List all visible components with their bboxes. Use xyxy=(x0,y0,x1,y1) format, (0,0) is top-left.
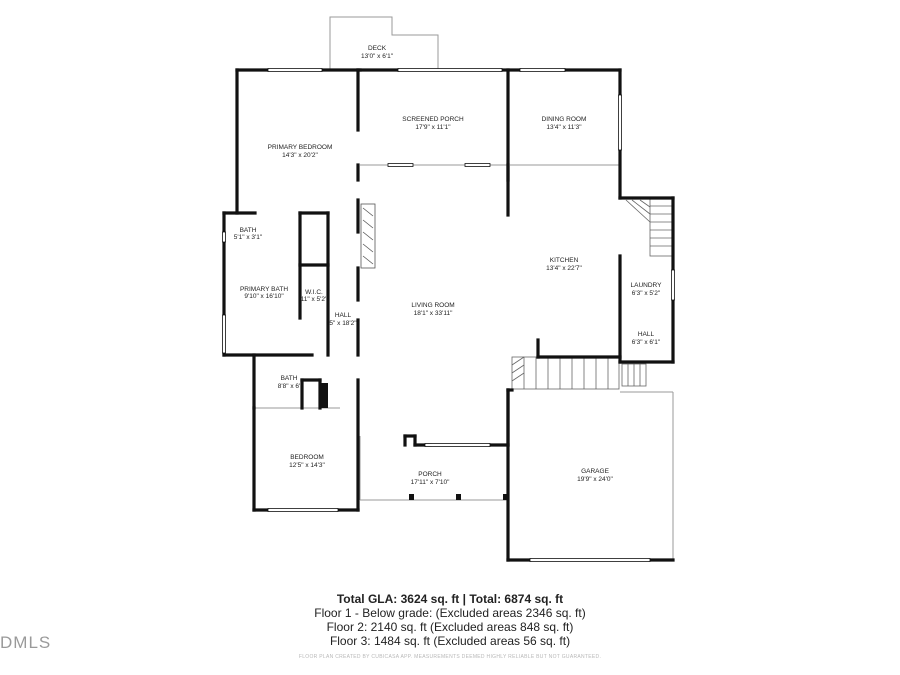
screened-porch-dim: 17'9" x 11'1" xyxy=(415,124,451,131)
hall-right-dim: 6'3" x 6'1" xyxy=(632,339,661,346)
floor-plan-drawing: DECK 13'0" x 6'1" SCREENED PORCH 17'9" x… xyxy=(222,16,675,562)
primary-bedroom-dim: 14'3" x 20'2" xyxy=(282,152,318,159)
floor3-summary: Floor 3: 1484 sq. ft (Excluded areas 56 … xyxy=(329,634,571,648)
lower-stairs xyxy=(511,356,647,390)
lower-bath-label: BATH xyxy=(281,375,298,382)
walls xyxy=(222,68,675,562)
dining-room-label: DINING ROOM xyxy=(542,116,587,123)
screened-porch-label: SCREENED PORCH xyxy=(402,116,464,123)
disclaimer-text: FLOOR PLAN CREATED BY CUBICASA APP. MEAS… xyxy=(298,654,602,660)
bedroom-dim: 12'5" x 14'3" xyxy=(289,462,325,469)
lower-bath-fixture xyxy=(320,383,328,408)
porch-dim: 17'11" x 7'10" xyxy=(411,479,450,486)
hall-left-dim: 5" x 18'2" xyxy=(329,320,357,327)
living-room-label: LIVING ROOM xyxy=(411,302,454,309)
fireplace xyxy=(360,203,376,269)
primary-bath-dim: 9'10" x 16'10" xyxy=(244,293,284,300)
hall-right-label: HALL xyxy=(638,331,655,338)
laundry-dim: 6'3" x 5'2" xyxy=(632,290,661,297)
primary-bath-label: PRIMARY BATH xyxy=(240,286,288,293)
upper-bath-label: BATH xyxy=(240,227,257,234)
porch-posts xyxy=(409,494,508,500)
deck-outline xyxy=(329,16,439,70)
dmls-watermark: DMLS xyxy=(0,633,52,652)
kitchen-dim: 13'4" x 22'7" xyxy=(546,265,582,272)
living-room-dim: 18'1" x 33'11" xyxy=(414,310,453,317)
thin-outlines xyxy=(254,16,674,560)
windows xyxy=(222,68,675,562)
dining-room-dim: 13'4" x 11'3" xyxy=(546,124,582,131)
floor2-summary: Floor 2: 2140 sq. ft (Excluded areas 848… xyxy=(326,620,574,634)
total-area-title: Total GLA: 3624 sq. ft | Total: 6874 sq.… xyxy=(336,592,564,606)
upper-stairs xyxy=(625,197,673,257)
room-labels: DECK 13'0" x 6'1" SCREENED PORCH 17'9" x… xyxy=(234,45,662,486)
floor1-summary: Floor 1 - Below grade: (Excluded areas 2… xyxy=(314,606,586,620)
deck-label: DECK xyxy=(368,45,387,52)
deck-dim: 13'0" x 6'1" xyxy=(361,53,394,60)
primary-bedroom-label: PRIMARY BEDROOM xyxy=(268,144,333,151)
lower-bath-dim: 8'8" x 6' xyxy=(278,383,301,390)
bedroom-label: BEDROOM xyxy=(290,454,324,461)
hall-left-label: HALL xyxy=(335,312,352,319)
laundry-label: LAUNDRY xyxy=(631,282,663,289)
wic-dim: 11" x 5'2" xyxy=(301,296,328,303)
wic-label: W.I.C. xyxy=(305,289,323,296)
porch-label: PORCH xyxy=(418,471,442,478)
kitchen-label: KITCHEN xyxy=(550,257,579,264)
garage-label: GARAGE xyxy=(581,468,609,475)
garage-dim: 19'9" x 24'0" xyxy=(577,476,613,483)
upper-bath-dim: 5'1" x 3'1" xyxy=(234,234,263,241)
